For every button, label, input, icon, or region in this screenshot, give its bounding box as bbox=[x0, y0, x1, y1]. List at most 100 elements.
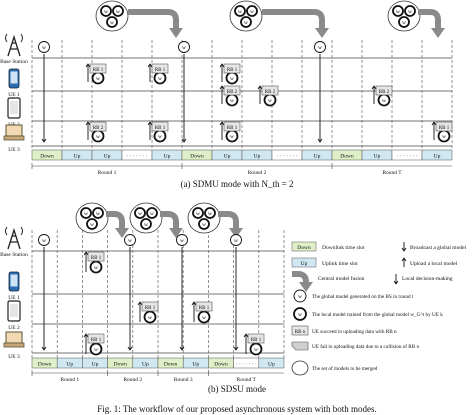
rb-label: RB 1 bbox=[227, 126, 238, 131]
phone-screen bbox=[10, 274, 18, 287]
fused-model-3 bbox=[86, 218, 98, 230]
time-slot-label: Up bbox=[142, 362, 149, 368]
fusion-arrow bbox=[106, 211, 125, 230]
panel-a-caption: (a) SDMU mode with N_th = 2 bbox=[180, 179, 294, 189]
legend-rb-box bbox=[291, 325, 309, 336]
rb-box bbox=[223, 121, 241, 132]
fused-model-1-label: w bbox=[138, 211, 142, 217]
row-label: UE 3 bbox=[8, 147, 20, 153]
global-model-label: w bbox=[42, 238, 46, 244]
fused-model-3 bbox=[106, 16, 118, 28]
legend-local-model-label: w bbox=[298, 312, 302, 318]
rb-box bbox=[223, 63, 241, 74]
fusion-arrow bbox=[292, 271, 309, 284]
global-model-label: w bbox=[42, 45, 46, 51]
legend-broadcast-text: Broadcast a global model bbox=[410, 245, 467, 251]
fused-model-2 bbox=[204, 207, 216, 219]
time-slot-label: Up bbox=[434, 154, 441, 160]
rb-box bbox=[247, 333, 265, 344]
fusion-arrow bbox=[218, 211, 239, 230]
row-label: Base Station bbox=[0, 252, 28, 258]
rb-box bbox=[151, 63, 169, 74]
fused-model-1 bbox=[80, 207, 92, 219]
local-model-label: w bbox=[96, 134, 100, 140]
local-model-label: w bbox=[202, 315, 206, 321]
tablet-icon bbox=[7, 97, 21, 119]
tablet-icon bbox=[7, 300, 21, 322]
signal-waves bbox=[5, 33, 23, 43]
round-label: Round 1 bbox=[60, 377, 79, 383]
legend-merge-set bbox=[291, 360, 309, 376]
upload-arrow-head bbox=[257, 85, 263, 90]
upload-arrow-head bbox=[219, 85, 225, 90]
time-slot-label: Up bbox=[374, 154, 381, 160]
rb-box bbox=[151, 121, 169, 132]
fused-model-2-label: w bbox=[150, 211, 154, 217]
legend-fusion-text: Central model fusion bbox=[318, 275, 365, 282]
time-slot-label: Up bbox=[268, 362, 275, 368]
legend-broadcast-arrow-head bbox=[401, 247, 407, 252]
broadcast-arrow-head bbox=[181, 138, 187, 143]
local-model-label: w bbox=[158, 76, 162, 82]
fused-model-3 bbox=[198, 218, 210, 230]
legend-local-text: The local model trained from the global … bbox=[312, 311, 443, 318]
fused-model-2-label: w bbox=[208, 211, 212, 217]
fused-model-1-label: w bbox=[196, 211, 200, 217]
local-model-label: w bbox=[382, 98, 386, 104]
global-model bbox=[38, 234, 50, 246]
fused-model-1 bbox=[234, 5, 246, 17]
fusion-arrow bbox=[128, 9, 179, 30]
legend-upload-text: Upload a local model bbox=[410, 261, 458, 267]
round-label: Round T bbox=[237, 377, 257, 383]
time-slot-label: Down bbox=[190, 154, 204, 160]
global-model-label: w bbox=[182, 45, 186, 51]
signal-waves bbox=[5, 226, 23, 236]
fused-model-1 bbox=[392, 5, 404, 17]
fused-model-1 bbox=[134, 207, 146, 219]
laptop-base bbox=[3, 342, 25, 348]
fused-model-1-label: w bbox=[238, 9, 242, 15]
row-label: UE 1 bbox=[8, 92, 20, 98]
legend-rb-fail-text: UE fail in uploading data due to a colli… bbox=[312, 343, 419, 350]
time-slot-label: Up bbox=[66, 362, 73, 368]
phone-screen bbox=[10, 71, 18, 84]
phone-icon bbox=[8, 271, 20, 292]
rb-label: RB 1 bbox=[93, 68, 104, 73]
broadcast-arrow-head bbox=[127, 346, 133, 351]
upload-arrow-head bbox=[243, 333, 249, 338]
time-slot-label: Down bbox=[214, 362, 228, 368]
legend-down-text: Downlink time slot bbox=[322, 245, 365, 251]
rb-label: RB 1 bbox=[91, 256, 102, 261]
fused-model-1 bbox=[100, 5, 112, 17]
time-slot-label: Up bbox=[192, 362, 199, 368]
fused-model-2 bbox=[404, 5, 416, 17]
legend-global-text: The global model generated on the BS in … bbox=[312, 294, 414, 300]
phone-icon bbox=[8, 68, 20, 89]
round-label: Round 2 bbox=[123, 377, 142, 383]
legend-decision-text: Local decision-making bbox=[402, 276, 453, 282]
global-model bbox=[176, 234, 188, 246]
local-model-label: w bbox=[158, 134, 162, 140]
broadcast-arrow-head bbox=[233, 346, 239, 351]
local-model bbox=[249, 342, 263, 356]
global-model-label: w bbox=[128, 238, 132, 244]
rb-box bbox=[141, 301, 159, 312]
legend-up-text: Uplink time slot bbox=[322, 261, 358, 267]
local-model-label: w bbox=[254, 347, 258, 353]
rb-box bbox=[375, 85, 393, 96]
broadcast-arrow-head bbox=[41, 138, 47, 143]
laptop-icon bbox=[3, 124, 25, 141]
upload-arrow-head bbox=[83, 333, 89, 338]
time-slot-label: · · · · · · · bbox=[276, 154, 297, 160]
local-model-label: w bbox=[94, 347, 98, 353]
fusion-arrowhead bbox=[229, 228, 243, 238]
time-slot-label: Up bbox=[314, 154, 321, 160]
upload-arrow-head bbox=[147, 63, 153, 68]
local-model-label: w bbox=[230, 98, 234, 104]
fusion-arrowhead bbox=[299, 282, 313, 292]
local-model bbox=[89, 260, 103, 274]
fused-model-2-label: w bbox=[116, 9, 120, 15]
fused-model-3 bbox=[240, 16, 252, 28]
